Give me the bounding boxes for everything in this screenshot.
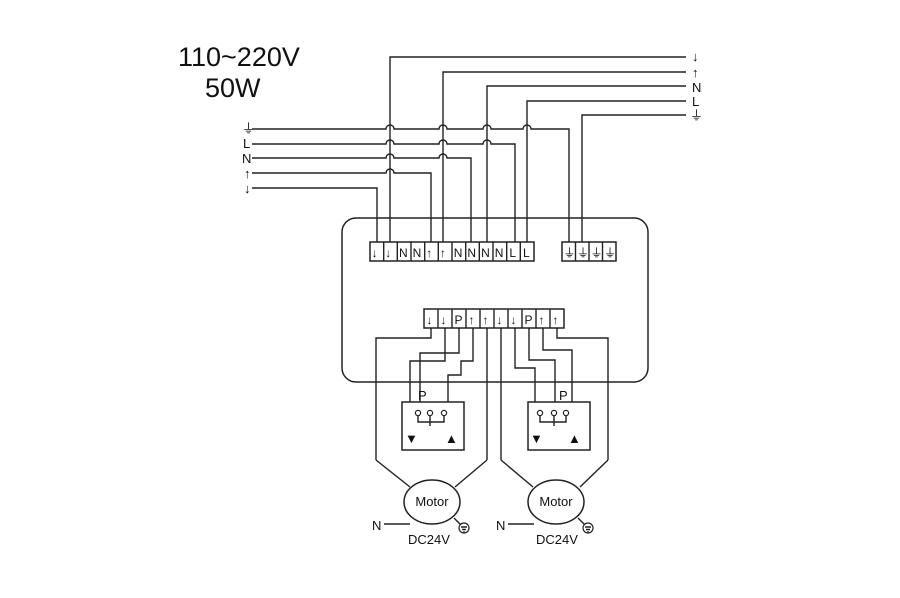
- bottom-terminal-5: ↑: [483, 313, 489, 327]
- supply-right-l: L: [692, 94, 699, 109]
- right-switch-p-label: P: [559, 388, 568, 403]
- right-motor: Motor N DC24V: [496, 479, 594, 547]
- power-label: 50W: [205, 73, 261, 103]
- left-motor: Motor N DC24V: [372, 479, 470, 547]
- supply-right-down: ↓: [692, 49, 699, 64]
- controller-box: [341, 217, 649, 383]
- bottom-terminal-4: ↑: [469, 313, 475, 327]
- top-terminal-4: N: [413, 246, 422, 260]
- right-motor-n-label: N: [496, 518, 505, 533]
- right-ground-icon: [582, 522, 594, 534]
- left-switch: P ▼ ▲: [401, 388, 465, 451]
- supply-right-up: ↑: [692, 65, 699, 80]
- bottom-terminal-1: ↓: [427, 313, 433, 327]
- top-terminal-7: N: [454, 246, 463, 260]
- left-switch-p-label: P: [418, 388, 427, 403]
- top-terminal-1: ↓: [372, 246, 378, 260]
- bottom-terminal-7: ↓: [511, 313, 517, 327]
- supply-left-n: N: [242, 151, 251, 166]
- right-supply-wires: [389, 56, 686, 242]
- ground-terminal-block: ⏚ ⏚ ⏚ ⏚: [561, 241, 617, 262]
- top-terminal-10: N: [495, 246, 504, 260]
- left-ground-icon: [458, 522, 470, 534]
- left-output-wires: [375, 328, 488, 488]
- top-terminal-11: L: [509, 246, 516, 260]
- bottom-terminal-10: ↑: [553, 313, 559, 327]
- right-switch-down-icon: ▼: [530, 431, 543, 446]
- bottom-terminal-2: ↓: [441, 313, 447, 327]
- ground-terminal-1: ⏚: [564, 246, 576, 260]
- left-switch-down-icon: ▼: [405, 431, 418, 446]
- bottom-terminal-block: ↓ ↓ P ↑ ↑ ↓ ↓ P ↑ ↑: [423, 308, 565, 329]
- bottom-terminal-9: ↑: [539, 313, 545, 327]
- supply-left-l: L: [243, 136, 250, 151]
- top-terminal-block: ↓ ↓ N N ↑ ↑ N N N N L L: [369, 241, 535, 262]
- bottom-terminal-3: P: [455, 313, 463, 327]
- left-motor-dc-label: DC24V: [408, 532, 450, 547]
- bottom-terminal-8: P: [525, 313, 533, 327]
- left-motor-n-label: N: [372, 518, 381, 533]
- supply-left-labels: ⏚ L N ↑ ↓: [242, 121, 255, 196]
- top-terminal-9: N: [481, 246, 490, 260]
- supply-left-ground: ⏚: [242, 121, 255, 136]
- right-switch-up-icon: ▲: [568, 431, 581, 446]
- voltage-label: 110~220V: [178, 42, 300, 72]
- top-terminal-12: L: [523, 246, 530, 260]
- right-output-wires: [500, 328, 609, 488]
- right-motor-dc-label: DC24V: [536, 532, 578, 547]
- left-motor-label: Motor: [415, 494, 449, 509]
- supply-left-up: ↑: [244, 166, 251, 181]
- left-supply-wires: [252, 124, 570, 242]
- right-switch: P ▼ ▲: [527, 388, 591, 451]
- right-motor-label: Motor: [539, 494, 573, 509]
- top-terminal-5: ↑: [426, 246, 432, 260]
- bottom-terminal-6: ↓: [497, 313, 503, 327]
- ground-terminal-3: ⏚: [591, 246, 603, 260]
- top-terminal-3: N: [399, 246, 408, 260]
- top-terminal-6: ↑: [440, 246, 446, 260]
- top-terminal-2: ↓: [385, 246, 391, 260]
- supply-right-labels: ↓ ↑ N L ⏚: [690, 49, 703, 123]
- left-switch-up-icon: ▲: [445, 431, 458, 446]
- supply-right-ground: ⏚: [690, 108, 703, 123]
- supply-left-down: ↓: [244, 181, 251, 196]
- ground-terminal-2: ⏚: [577, 246, 589, 260]
- top-terminal-8: N: [467, 246, 476, 260]
- supply-right-n: N: [692, 80, 701, 95]
- ground-terminal-4: ⏚: [604, 246, 616, 260]
